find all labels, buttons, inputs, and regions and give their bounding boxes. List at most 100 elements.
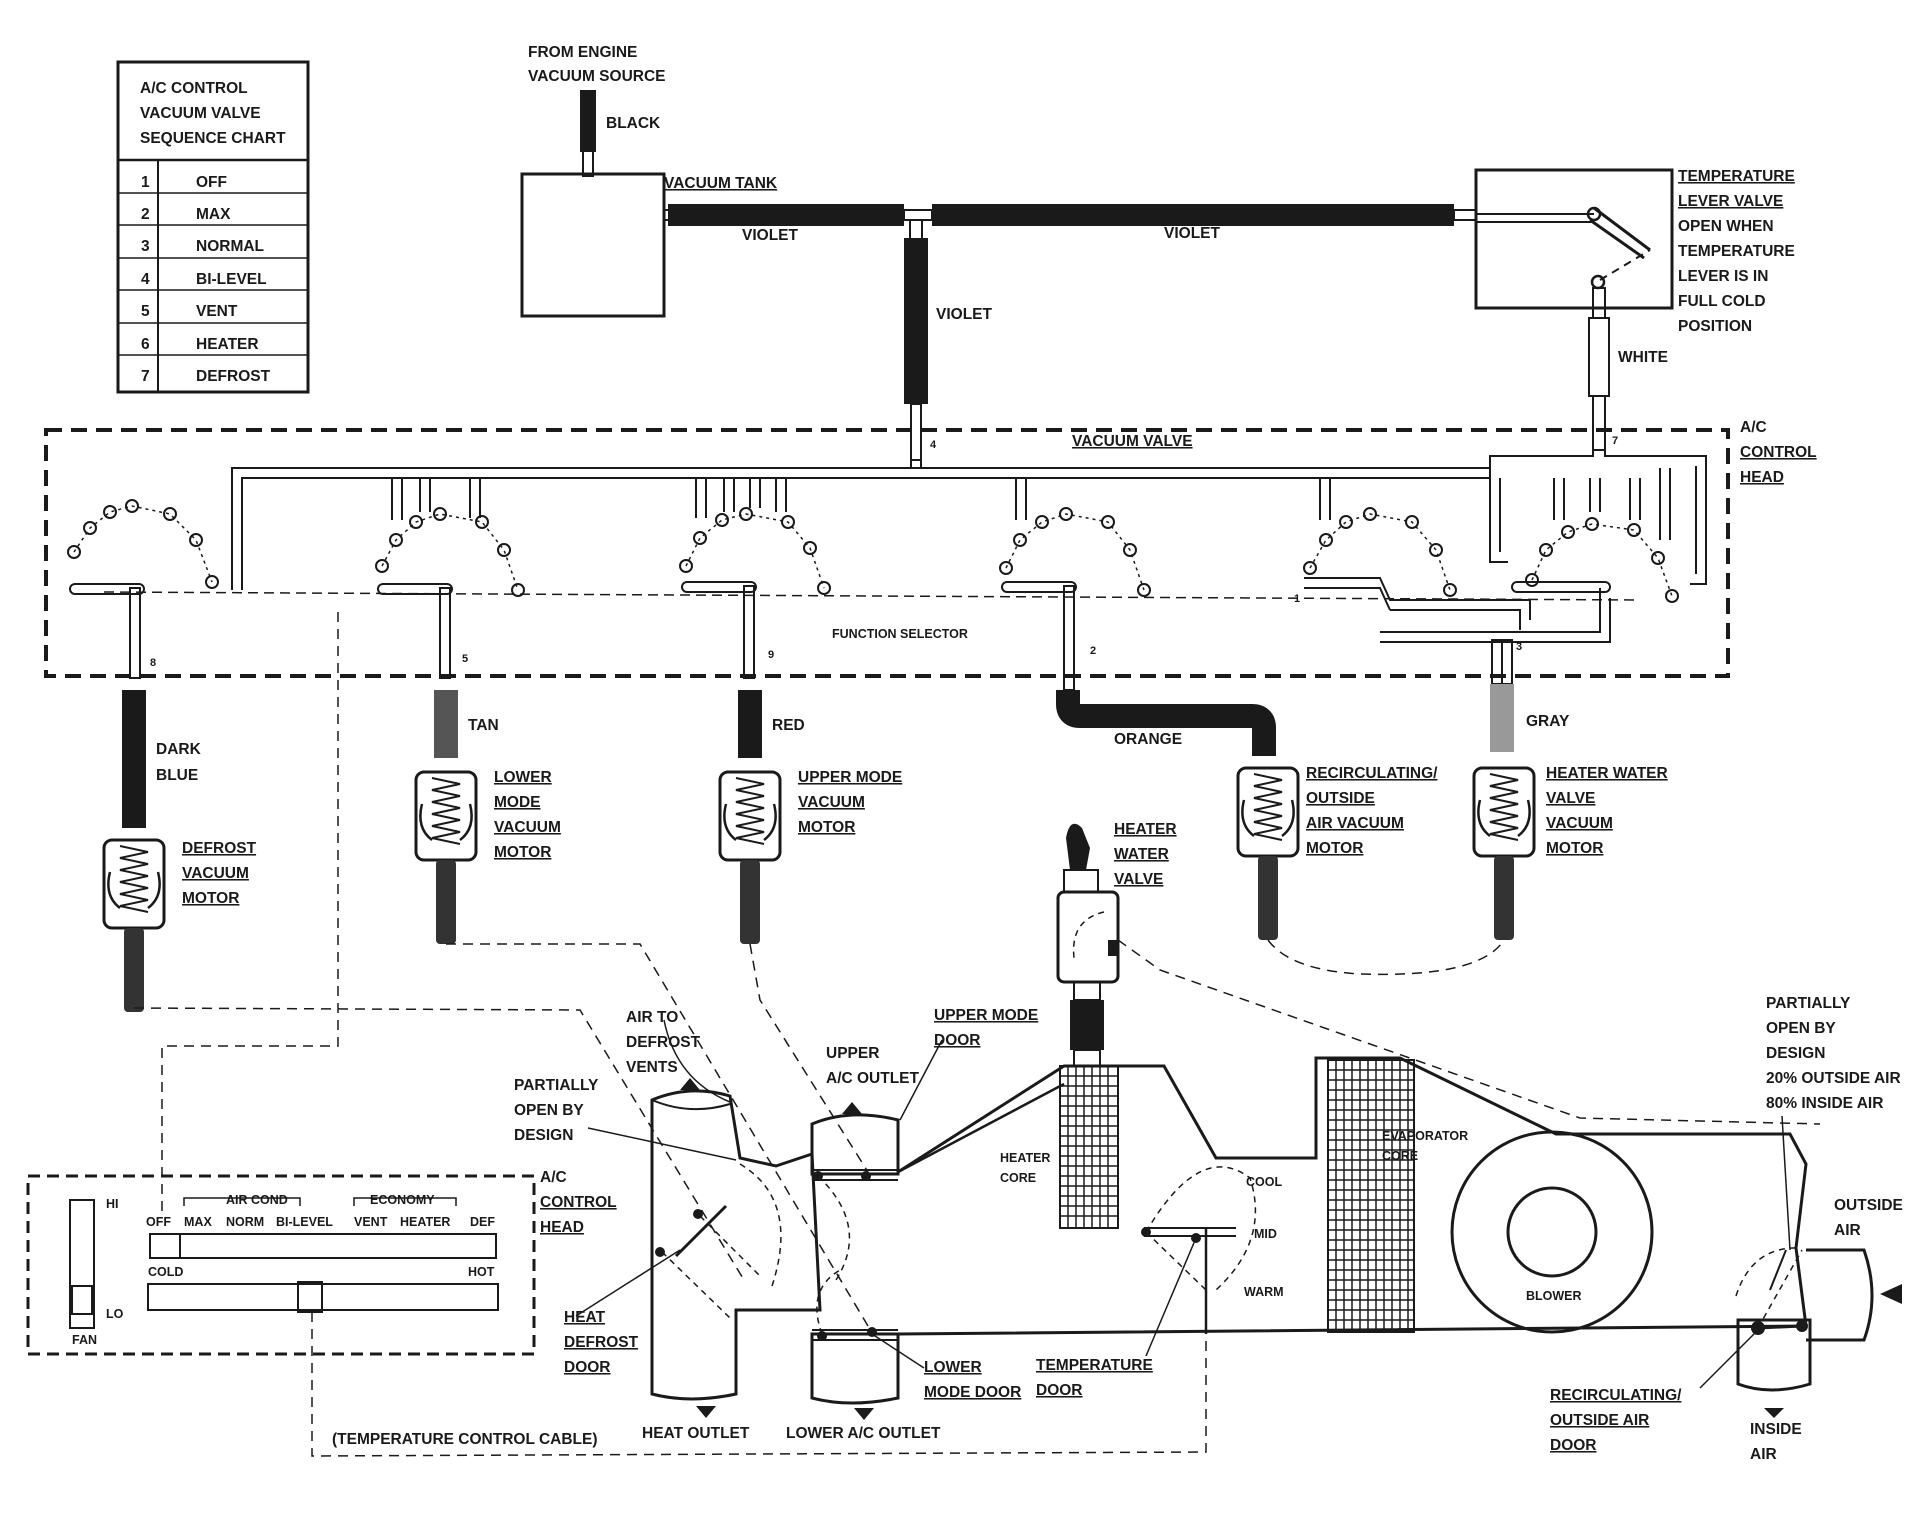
- mode-bi-level[interactable]: BI-LEVEL: [276, 1215, 333, 1229]
- blower: BLOWER: [1450, 1130, 1654, 1334]
- outside-air-label-2: AIR: [1834, 1222, 1861, 1239]
- function-selector-label: FUNCTION SELECTOR: [832, 627, 968, 641]
- blower-label: BLOWER: [1526, 1289, 1582, 1303]
- panel-label-1: A/C: [540, 1169, 567, 1186]
- hwv-label-1: HEATER: [1114, 821, 1177, 838]
- violet-vertical-hose: [904, 238, 928, 404]
- violet-label-b: VIOLET: [1164, 225, 1221, 242]
- fan-slider-knob[interactable]: [71, 1285, 93, 1315]
- partially-open-right-3: DESIGN: [1766, 1045, 1825, 1062]
- temp-lever-desc-2: TEMPERATURE: [1678, 243, 1795, 260]
- air-cond-label: AIR COND: [226, 1193, 288, 1207]
- lower-motor-label-4: MOTOR: [494, 844, 551, 861]
- partially-open-right-5: 80% INSIDE AIR: [1766, 1095, 1883, 1112]
- white-hose: [1588, 317, 1610, 397]
- tan-hose-label: TAN: [468, 717, 499, 734]
- mode-lever-track[interactable]: [149, 1233, 497, 1259]
- upper-motor-label-1: UPPER MODE: [798, 769, 902, 786]
- upper-outlet-arrow-icon: [842, 1102, 862, 1114]
- violet-hoses: VIOLET VIOLET VIOLET: [663, 204, 1477, 461]
- evaporator-label-1: EVAPORATOR: [1382, 1129, 1468, 1143]
- upper-motor-label-3: MOTOR: [798, 819, 855, 836]
- fan-lo-label: LO: [106, 1307, 124, 1321]
- chart-num-6: 6: [141, 336, 150, 353]
- port-number-2: 2: [1090, 645, 1096, 657]
- defrost-motor-label-1: DEFROST: [182, 840, 257, 857]
- inside-air-label-1: INSIDE: [1750, 1421, 1802, 1438]
- mode-def[interactable]: DEF: [470, 1215, 495, 1229]
- temp-lever-title-1: TEMPERATURE: [1678, 168, 1795, 185]
- control-head-top-3: HEAD: [1740, 469, 1784, 486]
- selector-unit-5: [1303, 478, 1457, 611]
- vacuum-source: FROM ENGINE VACUUM SOURCE BLACK VACUUM T…: [520, 44, 778, 318]
- temp-cable-label: (TEMPERATURE CONTROL CABLE): [332, 1431, 598, 1448]
- chart-mode-3: NORMAL: [196, 238, 264, 255]
- heat-defrost-door-3: DOOR: [564, 1359, 611, 1376]
- temperature-door-1: TEMPERATURE: [1036, 1357, 1153, 1374]
- fan-hi-label: HI: [106, 1197, 119, 1211]
- heater-core-label-1: HEATER: [1000, 1151, 1050, 1165]
- upper-motor-label-2: VACUUM: [798, 794, 865, 811]
- air-to-defrost-2: DEFROST: [626, 1034, 701, 1051]
- mode-vent[interactable]: VENT: [354, 1215, 388, 1229]
- heater-core-label-2: CORE: [1000, 1171, 1036, 1185]
- upper-outlet-label-2: A/C OUTLET: [826, 1070, 920, 1087]
- temperature-lever-valve: TEMPERATURE LEVER VALVE OPEN WHEN TEMPER…: [1474, 168, 1795, 451]
- selector-unit-1: [67, 499, 219, 679]
- temp-lever-title-2: LEVER VALVE: [1678, 193, 1783, 210]
- partially-open-right-2: OPEN BY: [1766, 1020, 1836, 1037]
- chart-num-1: 1: [141, 174, 150, 191]
- chart-num-5: 5: [141, 303, 150, 320]
- port-number-1: 1: [1294, 593, 1300, 605]
- mode-heater[interactable]: HEATER: [400, 1215, 450, 1229]
- gray-hose-label: GRAY: [1526, 713, 1570, 730]
- upper-mode-door-label-1: UPPER MODE: [934, 1007, 1038, 1024]
- mode-norm[interactable]: NORM: [226, 1215, 264, 1229]
- mode-off[interactable]: OFF: [146, 1215, 171, 1229]
- recirc-motor-label-2: OUTSIDE: [1306, 790, 1375, 807]
- red-hose-label: RED: [772, 717, 805, 734]
- chart-title-3: SEQUENCE CHART: [140, 130, 286, 147]
- inside-air-arrow-icon: [1764, 1408, 1784, 1418]
- upper-mode-door-label-2: DOOR: [934, 1032, 981, 1049]
- recirc-door-2: OUTSIDE AIR: [1550, 1412, 1649, 1429]
- temp-lever-desc-5: POSITION: [1678, 318, 1752, 335]
- evaporator-core: [1327, 1059, 1415, 1333]
- economy-label: ECONOMY: [370, 1193, 435, 1207]
- mode-lever-knob[interactable]: [149, 1233, 181, 1259]
- heater-water-valve: HEATER WATER VALVE: [1056, 821, 1177, 1067]
- vacuum-tank-label: VACUUM TANK: [664, 175, 778, 192]
- temp-lever-desc-4: FULL COLD: [1678, 293, 1766, 310]
- chart-num-3: 3: [141, 238, 150, 255]
- source-label-2: VACUUM SOURCE: [528, 68, 666, 85]
- hwv-motor-label-3: VACUUM: [1546, 815, 1613, 832]
- temperature-lever-knob[interactable]: [297, 1281, 323, 1313]
- black-hose-label: BLACK: [606, 115, 661, 132]
- heater-core: [1059, 1065, 1119, 1229]
- outside-air-label-1: OUTSIDE: [1834, 1197, 1903, 1214]
- panel-label-2: CONTROL: [540, 1194, 617, 1211]
- chart-mode-6: HEATER: [196, 336, 259, 353]
- upper-outlet-label-1: UPPER: [826, 1045, 879, 1062]
- vacuum-valve-assembly: VACUUM VALVE A/C CONTROL HEAD 4 7: [44, 419, 1817, 691]
- selector-unit-2: [375, 478, 525, 679]
- temperature-door-2: DOOR: [1036, 1382, 1083, 1399]
- fan-slider-track[interactable]: [69, 1199, 95, 1329]
- chart-mode-4: BI-LEVEL: [196, 271, 267, 288]
- vacuum-tank: [520, 172, 666, 318]
- vacuum-valve-label: VACUUM VALVE: [1072, 433, 1193, 450]
- panel-label-3: HEAD: [540, 1219, 584, 1236]
- defrost-motor-label-2: VACUUM: [182, 865, 249, 882]
- recirc-motor-label-1: RECIRCULATING/: [1306, 765, 1438, 782]
- port-number-4: 4: [930, 439, 937, 451]
- hwv-label-2: WATER: [1114, 846, 1169, 863]
- lower-motor-label-2: MODE: [494, 794, 541, 811]
- port-number-9: 9: [768, 649, 774, 661]
- temp-lever-desc-1: OPEN WHEN: [1678, 218, 1774, 235]
- lower-outlet-label: LOWER A/C OUTLET: [786, 1425, 941, 1442]
- chart-title-2: VACUUM VALVE: [140, 105, 261, 122]
- inside-air-label-2: AIR: [1750, 1446, 1777, 1463]
- hwv-motor-label-1: HEATER WATER: [1546, 765, 1668, 782]
- mode-max[interactable]: MAX: [184, 1215, 212, 1229]
- outside-air-arrow-icon: [1880, 1284, 1902, 1304]
